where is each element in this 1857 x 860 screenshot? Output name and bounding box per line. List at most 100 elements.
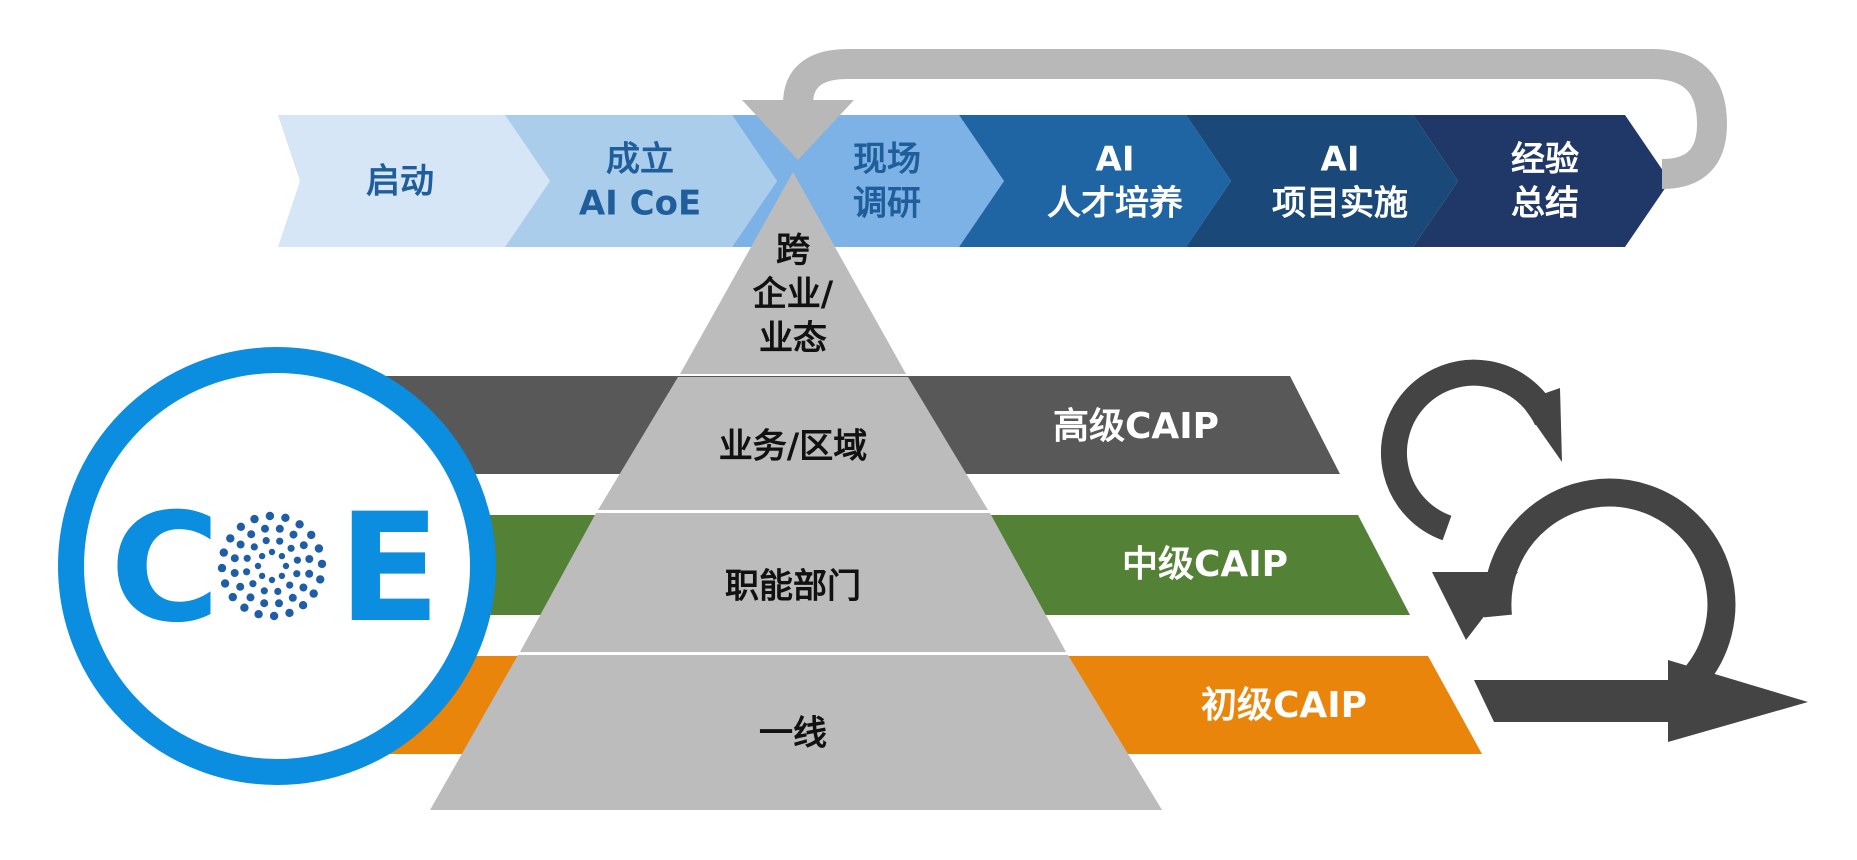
coe-dot: [226, 534, 235, 543]
pyramid-level-line: 跨: [776, 231, 811, 271]
band-label-intermediate: 中级CAIP: [1122, 544, 1288, 585]
pyramid-label-frontline: 一线: [759, 714, 827, 754]
pyramid-level-line: 业务/区域: [719, 427, 867, 467]
coe-dot-sphere-icon: [217, 511, 327, 621]
pyramid: [430, 172, 1162, 810]
pyramid-level-functional-dept: [520, 513, 1066, 652]
coe-ring: [58, 347, 496, 785]
coe-dot: [240, 603, 249, 612]
coe-dot: [236, 582, 245, 591]
coe-dot: [246, 593, 255, 602]
coe-dot: [305, 569, 314, 578]
coe-dot: [314, 544, 324, 553]
coe-dot: [278, 552, 286, 560]
coe-dot: [262, 537, 270, 545]
process-step-line: 调研: [853, 184, 921, 224]
coe-dot: [254, 610, 263, 619]
coe-dot: [275, 524, 284, 533]
pyramid-label-business: 业务/区域: [719, 427, 867, 467]
process-step-line: 成立: [606, 140, 674, 180]
process-step-line: 现场: [853, 140, 921, 180]
coe-dot: [258, 552, 266, 560]
coe-dot: [307, 530, 316, 540]
coe-dot: [293, 556, 301, 564]
pyramid-level-line: 企业/: [753, 275, 834, 315]
pyramid-level-line: 业态: [759, 319, 827, 359]
coe-letter-e: E: [338, 482, 440, 656]
coe-dot: [265, 511, 275, 521]
coe-dot: [293, 570, 301, 578]
coe-dot: [276, 537, 284, 545]
coe-dot: [295, 520, 304, 529]
band-label-senior: 高级CAIP: [1053, 406, 1219, 447]
coe-dot: [254, 562, 262, 570]
pyramid-labels: 跨企业/业态 业务/区域 职能部门 一线: [719, 231, 867, 754]
pyramid-level-frontline: [430, 655, 1162, 810]
iteration-cycle-arrows-icon: [1381, 359, 1808, 742]
coe-dot: [230, 569, 239, 577]
coe-dot: [316, 575, 325, 584]
coe-dot: [260, 587, 268, 595]
process-step-talent-training[interactable]: [959, 115, 1231, 247]
coe-dot: [220, 579, 230, 588]
process-step-line: 总结: [1511, 184, 1579, 224]
coe-dot: [230, 554, 239, 563]
coe-dot: [236, 540, 245, 549]
process-step-launch[interactable]: [278, 115, 550, 247]
coe-dot: [268, 548, 276, 556]
coe-dot: [228, 592, 237, 602]
coe-dot: [287, 544, 295, 552]
coe-dot: [260, 599, 269, 608]
coe-dot: [243, 554, 251, 562]
coe-dot: [298, 601, 308, 610]
pyramid-label-top: 跨企业/业态: [753, 231, 834, 359]
process-step-line: 项目实施: [1272, 184, 1408, 224]
coe-dot: [261, 524, 269, 533]
coe-dot: [217, 563, 227, 573]
process-step-project-implementation[interactable]: [1186, 115, 1458, 247]
coe-logo: C E: [58, 347, 496, 785]
coe-dot: [281, 513, 290, 522]
coe-dot: [289, 530, 298, 539]
coe-dot: [309, 589, 318, 598]
coe-dot: [286, 581, 294, 589]
coe-dot: [250, 514, 259, 524]
process-step-line: 启动: [366, 162, 434, 202]
coe-dot: [282, 562, 290, 570]
process-step-line: AI CoE: [579, 184, 701, 224]
coe-dot: [274, 587, 282, 596]
coe-dot: [278, 572, 286, 580]
coe-dot: [243, 568, 251, 576]
pyramid-level-cross-enterprise: [680, 172, 906, 374]
coe-dot: [250, 543, 258, 551]
coe-dot: [219, 548, 228, 557]
process-step-line: AI: [1096, 140, 1135, 180]
pyramid-level-line: 职能部门: [725, 567, 861, 607]
process-chevrons: [278, 115, 1670, 247]
process-step-line: 经验: [1511, 140, 1579, 180]
process-step-establish-coe[interactable]: [505, 115, 777, 247]
coe-dot: [299, 583, 308, 592]
coe-dot: [285, 608, 294, 618]
process-step-summary[interactable]: [1413, 115, 1670, 247]
coe-dot: [249, 580, 257, 588]
coe-dot: [305, 555, 314, 563]
coe-dot: [268, 576, 276, 584]
feedback-loop-arrow-icon: [742, 49, 1727, 189]
band-labels: 高级CAIP 中级CAIP 初级CAIP: [1053, 406, 1367, 726]
process-label-launch: 启动: [366, 162, 434, 202]
coe-dot: [275, 599, 283, 608]
coe-letter-c: C: [110, 482, 220, 656]
coe-dot: [247, 530, 256, 539]
coe-dot: [299, 541, 308, 550]
band-label-junior: 初级CAIP: [1201, 685, 1367, 726]
process-step-line: AI: [1321, 140, 1360, 180]
pyramid-label-functional: 职能部门: [725, 567, 861, 607]
coe-dot: [258, 572, 266, 580]
